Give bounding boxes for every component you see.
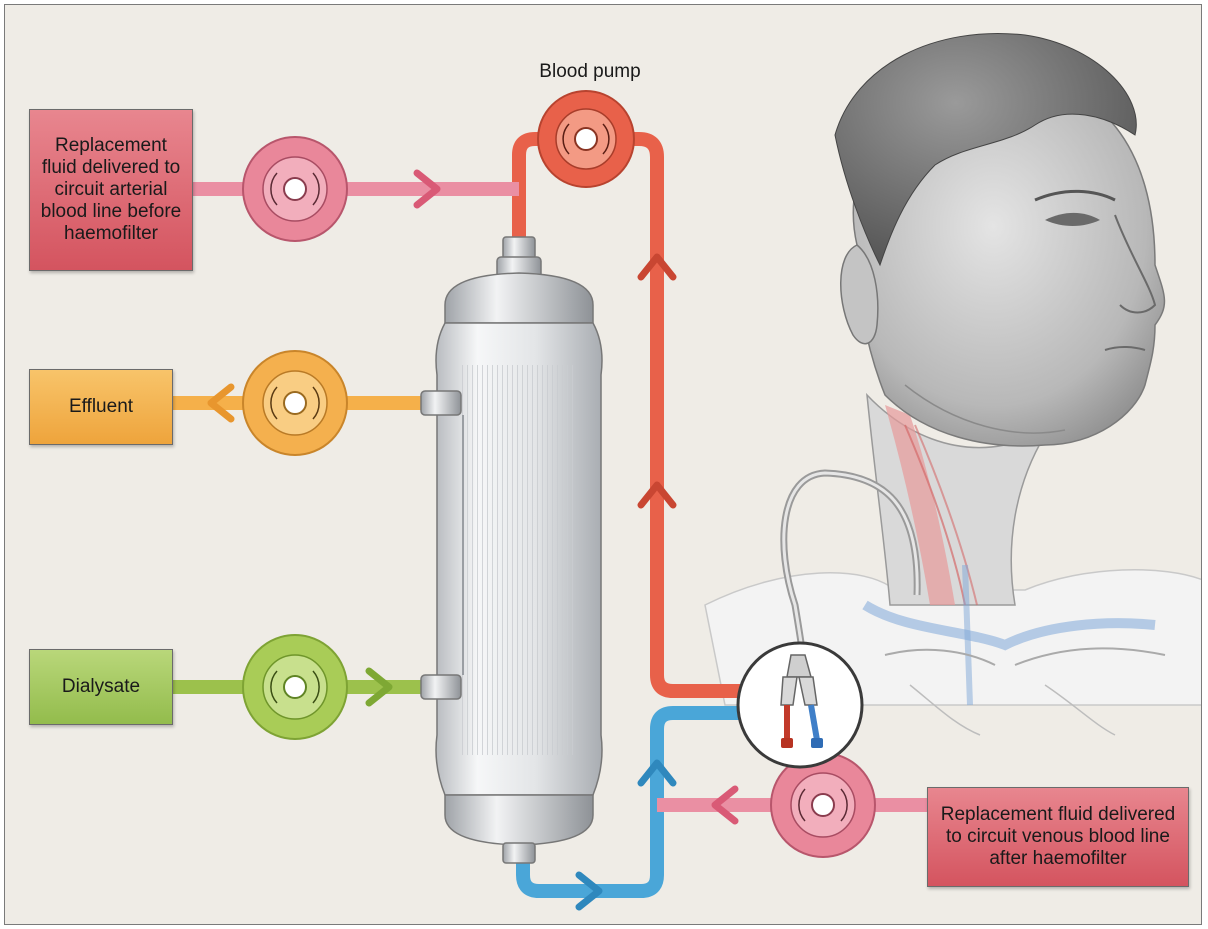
replacement-post-label: Replacement fluid delivered to circuit v…: [936, 804, 1180, 870]
dialysate-label-box: Dialysate: [29, 649, 173, 725]
effluent-port: [421, 391, 461, 415]
peristaltic-pump-icon: [243, 137, 347, 241]
peristaltic-pump-icon: [243, 351, 347, 455]
dialysate-port: [421, 675, 461, 699]
effluent-label-box: Effluent: [29, 369, 173, 445]
replacement-pre-label-box: Replacement fluid delivered to circuit a…: [29, 109, 193, 271]
replacement-post-label-box: Replacement fluid delivered to circuit v…: [927, 787, 1189, 887]
replacement-pre-label: Replacement fluid delivered to circuit a…: [38, 135, 184, 245]
peristaltic-pump-icon: [243, 635, 347, 739]
blood-pump-icon: [538, 91, 634, 187]
dialysis-catheter-icon: [738, 643, 862, 767]
diagram-canvas: Blood pump Replacement fluid delivered t…: [4, 4, 1202, 925]
peristaltic-pump-icon: [771, 753, 875, 857]
haemofilter-cartridge: [421, 237, 602, 863]
patient-head-illustration: [705, 33, 1202, 735]
dialysate-label: Dialysate: [62, 676, 140, 698]
blood-pump-label: Blood pump: [525, 61, 655, 83]
effluent-label: Effluent: [69, 396, 133, 418]
